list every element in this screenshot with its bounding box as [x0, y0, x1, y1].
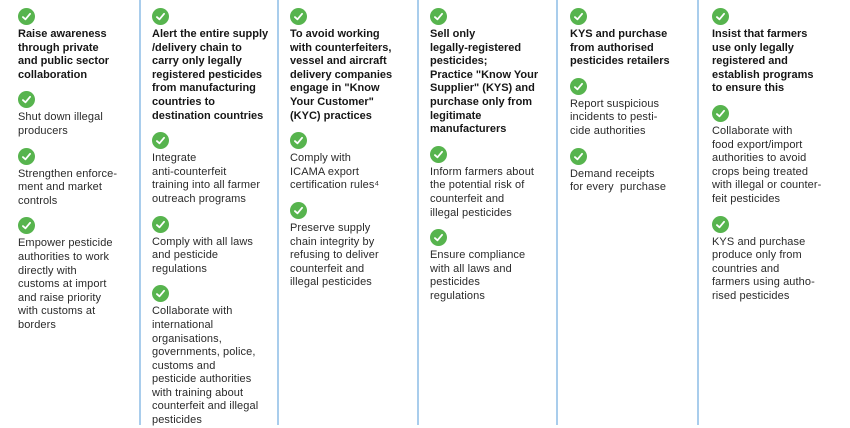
checklist-item: Insist that farmers use only legally reg…	[712, 8, 850, 96]
checklist-item-text: Empower pesticide authorities to work di…	[18, 237, 113, 331]
checklist-item-text: Demand receipts for every purchase	[570, 167, 667, 194]
checklist-item: Alert the entire supply /delivery chain …	[152, 8, 278, 123]
check-circle-icon	[712, 104, 729, 122]
checklist-item: Inform farmers about the potential risk …	[430, 145, 557, 220]
checklist-item: Demand receipts for every purchase	[570, 147, 698, 195]
checklist-item-text: Raise awareness through private and publ…	[18, 28, 110, 81]
checklist-item: Comply with all laws and pesticide regul…	[152, 215, 278, 277]
check-circle-icon	[430, 8, 447, 25]
column-6: Insist that farmers use only legally reg…	[698, 0, 850, 428]
checklist-item-text: Ensure compliance with all laws and pest…	[430, 249, 526, 302]
check-circle-icon	[430, 229, 447, 247]
checklist-item-text: Alert the entire supply /delivery chain …	[152, 28, 269, 122]
checklist-item-text: Sell only legally-registered pesticides;…	[430, 28, 539, 136]
checklist-item: Preserve supply chain integrity by refus…	[290, 201, 418, 290]
column-divider	[417, 0, 419, 425]
check-circle-icon	[570, 77, 587, 95]
checklist-item-text: Comply with all laws and pesticide regul…	[152, 235, 254, 275]
column-divider	[556, 0, 558, 425]
column-3: To avoid working with counterfeiters, ve…	[278, 0, 418, 428]
checklist-item: To avoid working with counterfeiters, ve…	[290, 8, 418, 123]
checklist-item: Ensure compliance with all laws and pest…	[430, 229, 557, 303]
check-circle-icon	[18, 91, 35, 109]
checklist-item-text: Inform farmers about the potential risk …	[430, 165, 535, 219]
checklist-item: Collaborate with international organisat…	[152, 285, 278, 427]
check-circle-icon	[152, 215, 169, 233]
check-circle-icon	[430, 145, 447, 163]
checklist-item-text: Collaborate with food export/import auth…	[712, 124, 822, 205]
checklist-item: KYS and purchase from authorised pestici…	[570, 8, 698, 69]
checklist-item: Raise awareness through private and publ…	[18, 8, 140, 82]
column-divider	[697, 0, 699, 425]
checklist-item: Shut down illegal producers	[18, 91, 140, 138]
column-divider	[277, 0, 279, 425]
check-circle-icon	[18, 8, 35, 25]
checklist-item-text: Shut down illegal producers	[18, 111, 103, 137]
checklist-item: Strengthen enforce- ment and market cont…	[18, 147, 140, 209]
checklist-item-text: Strengthen enforce- ment and market cont…	[18, 167, 118, 207]
checklist-item: Comply with ICAMA export certification r…	[290, 132, 418, 193]
check-circle-icon	[152, 132, 169, 150]
checklist-item-text: Collaborate with international organisat…	[152, 305, 259, 427]
column-5: KYS and purchase from authorised pestici…	[557, 0, 698, 428]
checklist-item-text: Preserve supply chain integrity by refus…	[290, 221, 379, 289]
checklist-item: Integrate anti-counterfeit training into…	[152, 132, 278, 206]
column-divider	[139, 0, 141, 425]
check-circle-icon	[290, 132, 307, 150]
check-circle-icon	[570, 8, 587, 25]
checklist-item-text: Report suspicious incidents to pesti- ci…	[570, 97, 660, 137]
checklist-item: Report suspicious incidents to pesti- ci…	[570, 77, 698, 139]
check-circle-icon	[290, 8, 307, 25]
checklist-item-text: To avoid working with counterfeiters, ve…	[290, 28, 393, 122]
check-circle-icon	[570, 147, 587, 165]
checklist-item-text: Integrate anti-counterfeit training into…	[152, 152, 261, 205]
column-2: Alert the entire supply /delivery chain …	[140, 0, 278, 428]
check-circle-icon	[290, 201, 307, 219]
check-circle-icon	[152, 285, 169, 303]
check-circle-icon	[18, 147, 35, 165]
checklist-item-text: Comply with ICAMA export certification r…	[290, 152, 380, 192]
check-circle-icon	[712, 8, 729, 25]
column-1: Raise awareness through private and publ…	[0, 0, 140, 428]
checklist-item-text: KYS and purchase produce only from count…	[712, 235, 815, 302]
check-circle-icon	[152, 8, 169, 25]
checklist-item: KYS and purchase produce only from count…	[712, 215, 850, 304]
checklist-item-text: Insist that farmers use only legally reg…	[712, 28, 814, 95]
column-4: Sell only legally-registered pesticides;…	[418, 0, 557, 428]
checklist-item: Empower pesticide authorities to work di…	[18, 217, 140, 332]
checklist-item: Collaborate with food export/import auth…	[712, 104, 850, 207]
checklist-item-text: KYS and purchase from authorised pestici…	[570, 28, 670, 68]
checklist-item: Sell only legally-registered pesticides;…	[430, 8, 557, 137]
check-circle-icon	[712, 215, 729, 233]
check-circle-icon	[18, 217, 35, 235]
